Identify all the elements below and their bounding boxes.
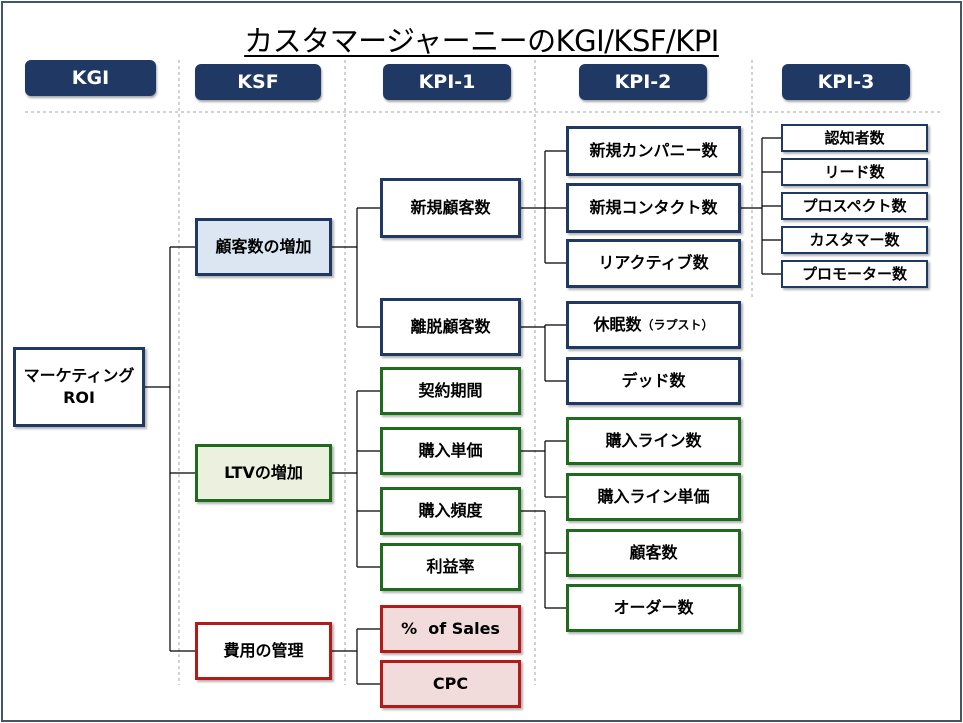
ksf-cost-management: 費用の管理 <box>195 622 332 680</box>
kpi3-leads: リード数 <box>781 158 928 186</box>
kpi3-promoters: プロモーター数 <box>781 260 928 288</box>
kpi2-line-unit-price: 購入ライン単価 <box>566 473 741 521</box>
kpi2-new-companies: 新規カンパニー数 <box>566 126 741 176</box>
header-ksf: KSF <box>195 64 321 100</box>
kpi2-orders: オーダー数 <box>566 584 741 632</box>
diagram-title: カスタマージャーニーのKGI/KSF/KPI <box>244 24 719 58</box>
tree-connectors <box>145 137 781 685</box>
kpi2-customers: 顧客数 <box>566 529 741 577</box>
ksf-customer-increase: 顧客数の増加 <box>195 218 332 276</box>
header-kpi-3: KPI-3 <box>782 64 910 100</box>
header-kpi-2: KPI-2 <box>579 64 707 100</box>
kgi-label-line2: ROI <box>63 388 95 407</box>
kpi1-purchase-frequency: 購入頻度 <box>380 487 521 535</box>
kpi2-dead: デッド数 <box>566 357 741 405</box>
kpi1-contract-period: 契約期間 <box>380 367 521 415</box>
header-kgi: KGI <box>25 60 156 96</box>
kpi2-dormant-note: （ラプスト） <box>641 317 714 332</box>
kgi-marketing-roi: マーケティング ROI <box>13 347 145 427</box>
kpi2-new-contacts: 新規コンタクト数 <box>566 183 741 233</box>
kpi1-pct-of-sales: % of Sales <box>380 605 521 653</box>
kpi2-reactive: リアクティブ数 <box>566 239 741 288</box>
kpi1-churned-customers: 離脱顧客数 <box>380 298 521 356</box>
kpi2-dormant: 休眠数（ラプスト） <box>566 301 741 349</box>
kpi3-awareness: 認知者数 <box>781 124 928 152</box>
kpi3-prospects: プロスペクト数 <box>781 192 928 220</box>
kpi1-new-customers: 新規顧客数 <box>380 178 521 238</box>
kpi2-dormant-label: 休眠数 <box>593 314 642 334</box>
column-dividers <box>25 60 940 685</box>
kpi2-purchase-lines: 購入ライン数 <box>566 417 741 465</box>
header-kpi-1: KPI-1 <box>383 64 511 100</box>
kpi1-unit-price: 購入単価 <box>380 427 521 475</box>
kpi1-profit-margin: 利益率 <box>380 543 521 591</box>
kgi-label-line1: マーケティング <box>23 365 135 385</box>
kpi3-customers: カスタマー数 <box>781 226 928 254</box>
kpi1-cpc: CPC <box>380 660 521 708</box>
ksf-ltv-increase: LTVの増加 <box>195 444 332 502</box>
